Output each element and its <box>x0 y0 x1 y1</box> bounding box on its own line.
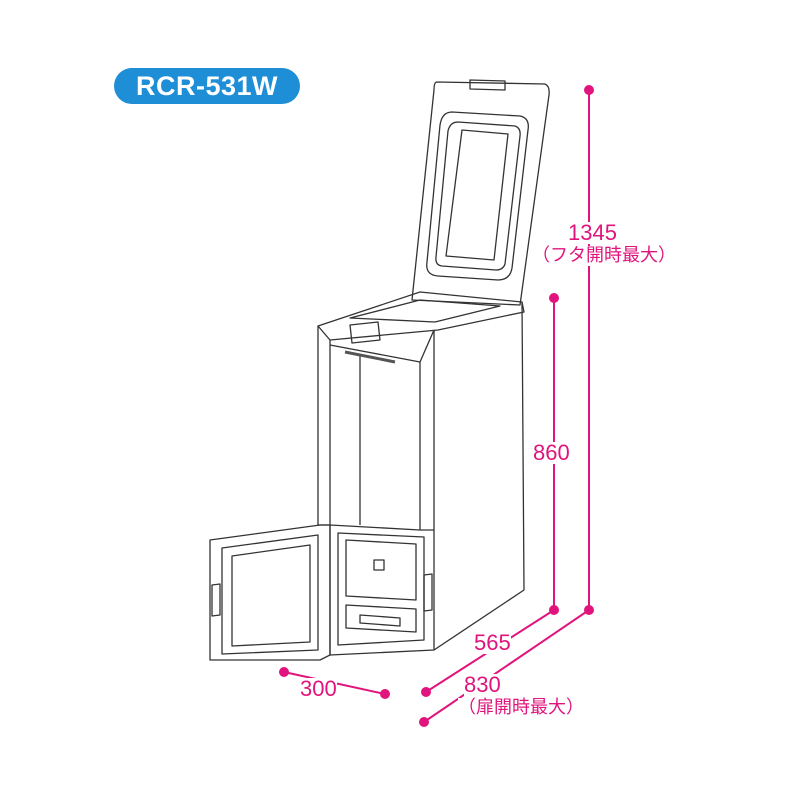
open-lid <box>411 79 550 306</box>
dimension-860: 860 <box>533 440 570 465</box>
dimension-1345-note: （フタ開時最大） <box>532 245 676 266</box>
body-top <box>317 291 525 344</box>
dimension-565: 565 <box>474 630 511 655</box>
model-badge: RCR-531W <box>114 68 300 104</box>
dimension-1345: 1345 <box>568 220 617 245</box>
open-door <box>209 524 331 661</box>
dimension-830: 830 <box>464 672 501 697</box>
lower-compartment <box>329 524 435 656</box>
body <box>317 301 525 651</box>
dimension-lines <box>279 85 594 727</box>
dimension-300: 300 <box>300 676 337 701</box>
dimension-830-note: （扉開時最大） <box>458 697 584 718</box>
